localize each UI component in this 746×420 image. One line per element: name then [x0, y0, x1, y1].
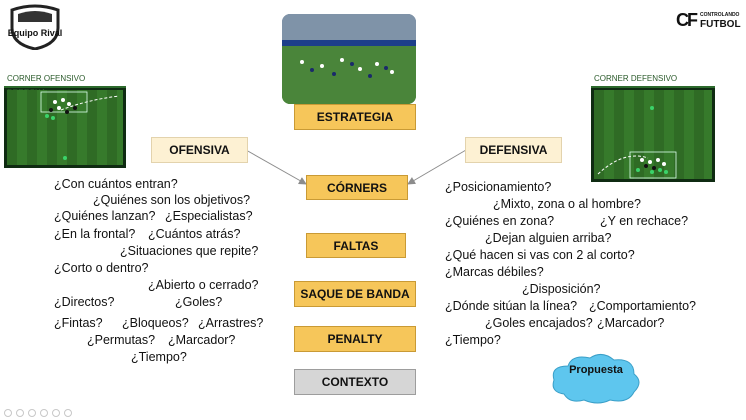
- right-question: ¿Disposición?: [522, 282, 601, 296]
- offensive-pitch: [7, 90, 123, 165]
- corners-node: CÓRNERS: [306, 175, 408, 200]
- left-question: ¿Quiénes son los objetivos?: [93, 193, 251, 207]
- contexto-node: CONTEXTO: [294, 369, 416, 395]
- left-question: ¿Arrastres?: [198, 316, 264, 330]
- left-question: ¿Bloqueos?: [122, 316, 189, 330]
- left-question: ¿En la frontal?: [54, 227, 136, 241]
- left-question: ¿Con cuántos entran?: [54, 177, 178, 191]
- right-question: ¿Quiénes en zona?: [445, 214, 555, 228]
- brand-small-text: CONTROLANDO: [700, 12, 740, 18]
- right-question: ¿Mixto, zona o al hombre?: [493, 197, 641, 211]
- left-question: ¿Permutas?: [87, 333, 156, 347]
- left-question: ¿Fintas?: [54, 316, 103, 330]
- left-question: ¿Goles?: [175, 295, 223, 309]
- corner-defensive-panel: CORNER DEFENSIVO: [591, 72, 715, 182]
- right-question: ¿Tiempo?: [445, 333, 501, 347]
- penalty-node: PENALTY: [294, 326, 416, 352]
- propuesta-label: Propuesta: [569, 364, 623, 376]
- defensive-pitch: [594, 90, 712, 179]
- estrategia-node: ESTRATEGIA: [294, 104, 416, 130]
- left-question: ¿Corto o dentro?: [54, 261, 149, 275]
- brand-logo: CF CONTROLANDO FUTBOL: [676, 10, 741, 32]
- defensiva-node: DEFENSIVA: [465, 137, 562, 163]
- brand-word: FUTBOL: [700, 19, 741, 30]
- corner-offensive-panel: CORNER OFENSIVO DERECHA: [4, 72, 126, 168]
- right-question: ¿Posicionamiento?: [445, 180, 552, 194]
- right-question: ¿Dónde sitúan la línea?: [445, 299, 578, 313]
- faltas-node: FALTAS: [306, 233, 406, 258]
- left-question: ¿Especialistas?: [165, 209, 253, 223]
- team-name: Equipo Rival: [7, 28, 63, 38]
- left-question: ¿Quiénes lanzan?: [54, 209, 156, 223]
- offensive-pitch-figure: [40, 91, 120, 160]
- defensive-pitch-figure: [597, 106, 677, 179]
- right-question: ¿Dejan alguien arriba?: [485, 231, 612, 245]
- stadium-photo: [282, 14, 416, 104]
- brand-initials: CF: [676, 10, 698, 30]
- left-question: ¿Situaciones que repite?: [120, 244, 259, 258]
- team-shield-icon: [10, 4, 60, 50]
- right-question: ¿Y en rechace?: [600, 214, 689, 228]
- right-question: ¿Marcas débiles?: [445, 265, 544, 279]
- left-question: ¿Cuántos atrás?: [148, 227, 241, 241]
- left-question: ¿Tiempo?: [131, 350, 187, 364]
- left-question: ¿Abierto o cerrado?: [148, 278, 259, 292]
- corner-defensive-title: CORNER DEFENSIVO: [591, 72, 715, 88]
- right-question: ¿Goles encajados?: [485, 316, 593, 330]
- left-question: ¿Directos?: [54, 295, 115, 309]
- right-question: ¿Comportamiento?: [589, 299, 696, 313]
- saque-node: SAQUE DE BANDA: [294, 281, 416, 307]
- slide-controls-icon[interactable]: [2, 408, 92, 418]
- left-question: ¿Marcador?: [168, 333, 236, 347]
- right-question: ¿Marcador?: [597, 316, 665, 330]
- ofensiva-node: OFENSIVA: [151, 137, 248, 163]
- stadium-photo-figure: [282, 14, 416, 104]
- right-question: ¿Qué hacen si vas con 2 al corto?: [445, 248, 635, 262]
- propuesta-cloud: [552, 354, 640, 404]
